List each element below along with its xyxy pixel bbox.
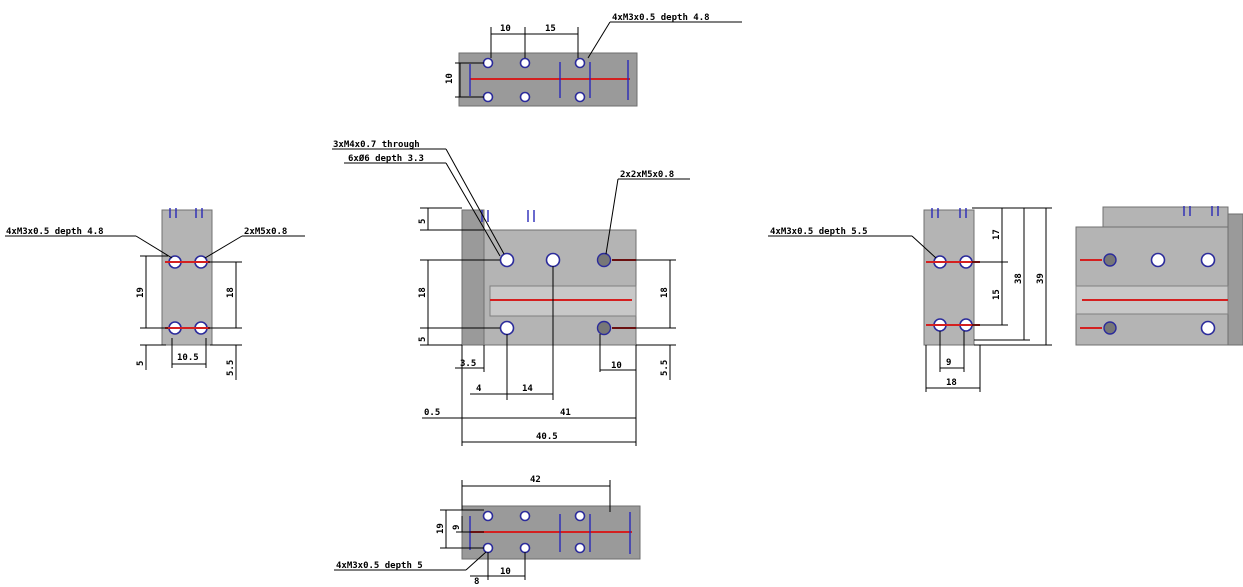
right-thread-label: 4xM3x0.5 depth 5.5 — [770, 227, 868, 237]
center-dim-v18-right: 18 — [660, 287, 670, 298]
center-dim-v5-5: 5.5 — [660, 360, 670, 376]
bottom-hole-1 — [482, 510, 494, 522]
bottom-thread-label: 4xM3x0.5 depth 5 — [336, 561, 423, 571]
bottom-dim-10: 10 — [500, 567, 511, 577]
top-hole-1 — [482, 57, 494, 69]
bottom-hole-6 — [574, 542, 586, 554]
bottom-dim-42: 42 — [530, 475, 541, 485]
right-dim-39: 39 — [1036, 273, 1046, 284]
center-hole-3 — [499, 320, 515, 336]
center-hole-2 — [545, 252, 561, 268]
back-port-2 — [1103, 321, 1117, 335]
center-view: 5 18 5 18 5.5 3.5 4 14 10 0.5 41 40.5 — [332, 140, 690, 446]
top-dim-10: 10 — [500, 24, 511, 34]
top-hole-6 — [574, 91, 586, 103]
left-dim-10-5: 10.5 — [177, 353, 199, 363]
back-port-1 — [1103, 253, 1117, 267]
center-dim-10: 10 — [611, 361, 622, 371]
bottom-dim-19: 19 — [436, 523, 446, 534]
top-thread-label: 4xM3x0.5 depth 4.8 — [612, 13, 710, 23]
center-dim-v18: 18 — [418, 287, 428, 298]
left-dim-5: 5 — [136, 361, 146, 366]
center-dim-3-5: 3.5 — [460, 359, 476, 369]
left-view: 19 18 5 5.5 10.5 4xM3x0.5 depth 4.8 2xM5… — [5, 208, 305, 380]
top-dim-v10: 10 — [445, 73, 455, 84]
back-hole-2 — [1200, 252, 1216, 268]
top-hole-3 — [574, 57, 586, 69]
center-cbore-label: 6xØ6 depth 3.3 — [348, 153, 424, 164]
center-dim-v5-top: 5 — [418, 219, 428, 224]
bottom-hole-3 — [574, 510, 586, 522]
back-hole-1 — [1150, 252, 1166, 268]
center-dim-4: 4 — [476, 384, 482, 394]
center-port-1 — [596, 252, 612, 268]
top-hole-2 — [519, 57, 531, 69]
top-hole-5 — [519, 91, 531, 103]
center-dim-40-5: 40.5 — [536, 432, 558, 442]
right-dim-9: 9 — [946, 358, 951, 368]
left-thread-label: 4xM3x0.5 depth 4.8 — [6, 227, 104, 237]
left-dim-18: 18 — [226, 287, 236, 298]
center-hole-1 — [499, 252, 515, 268]
right-dim-38: 38 — [1014, 273, 1024, 284]
bottom-dim-9: 9 — [452, 525, 462, 530]
bottom-hole-5 — [519, 542, 531, 554]
right-dim-17: 17 — [992, 229, 1002, 240]
center-port-label: 2x2xM5x0.8 — [620, 170, 674, 180]
back-view — [1075, 206, 1243, 346]
right-dim-15: 15 — [992, 289, 1002, 300]
left-dim-5-5: 5.5 — [226, 360, 236, 376]
center-dim-v5-bottom: 5 — [418, 337, 428, 342]
center-dim-0-5: 0.5 — [424, 408, 440, 418]
bottom-hole-2 — [519, 510, 531, 522]
bottom-view: 42 19 9 8 10 4xM3x0.5 depth 5 — [334, 475, 641, 587]
bottom-dim-8: 8 — [474, 577, 479, 587]
right-view: 17 15 38 39 9 18 4xM3x0.5 depth 5.5 — [768, 207, 1052, 392]
center-dim-41: 41 — [560, 408, 571, 418]
center-through-label: 3xM4x0.7 through — [333, 140, 420, 150]
top-dim-15: 15 — [545, 24, 556, 34]
back-view-top-plate — [1102, 206, 1229, 228]
top-hole-4 — [482, 91, 494, 103]
bottom-hole-4 — [482, 542, 494, 554]
left-port-label: 2xM5x0.8 — [244, 227, 287, 237]
top-view: 10 15 10 4xM3x0.5 depth 4.8 — [445, 13, 742, 107]
back-hole-3 — [1200, 320, 1216, 336]
center-dim-14: 14 — [522, 384, 533, 394]
center-port-2 — [596, 320, 612, 336]
right-dim-18: 18 — [946, 378, 957, 388]
left-dim-19: 19 — [136, 287, 146, 298]
